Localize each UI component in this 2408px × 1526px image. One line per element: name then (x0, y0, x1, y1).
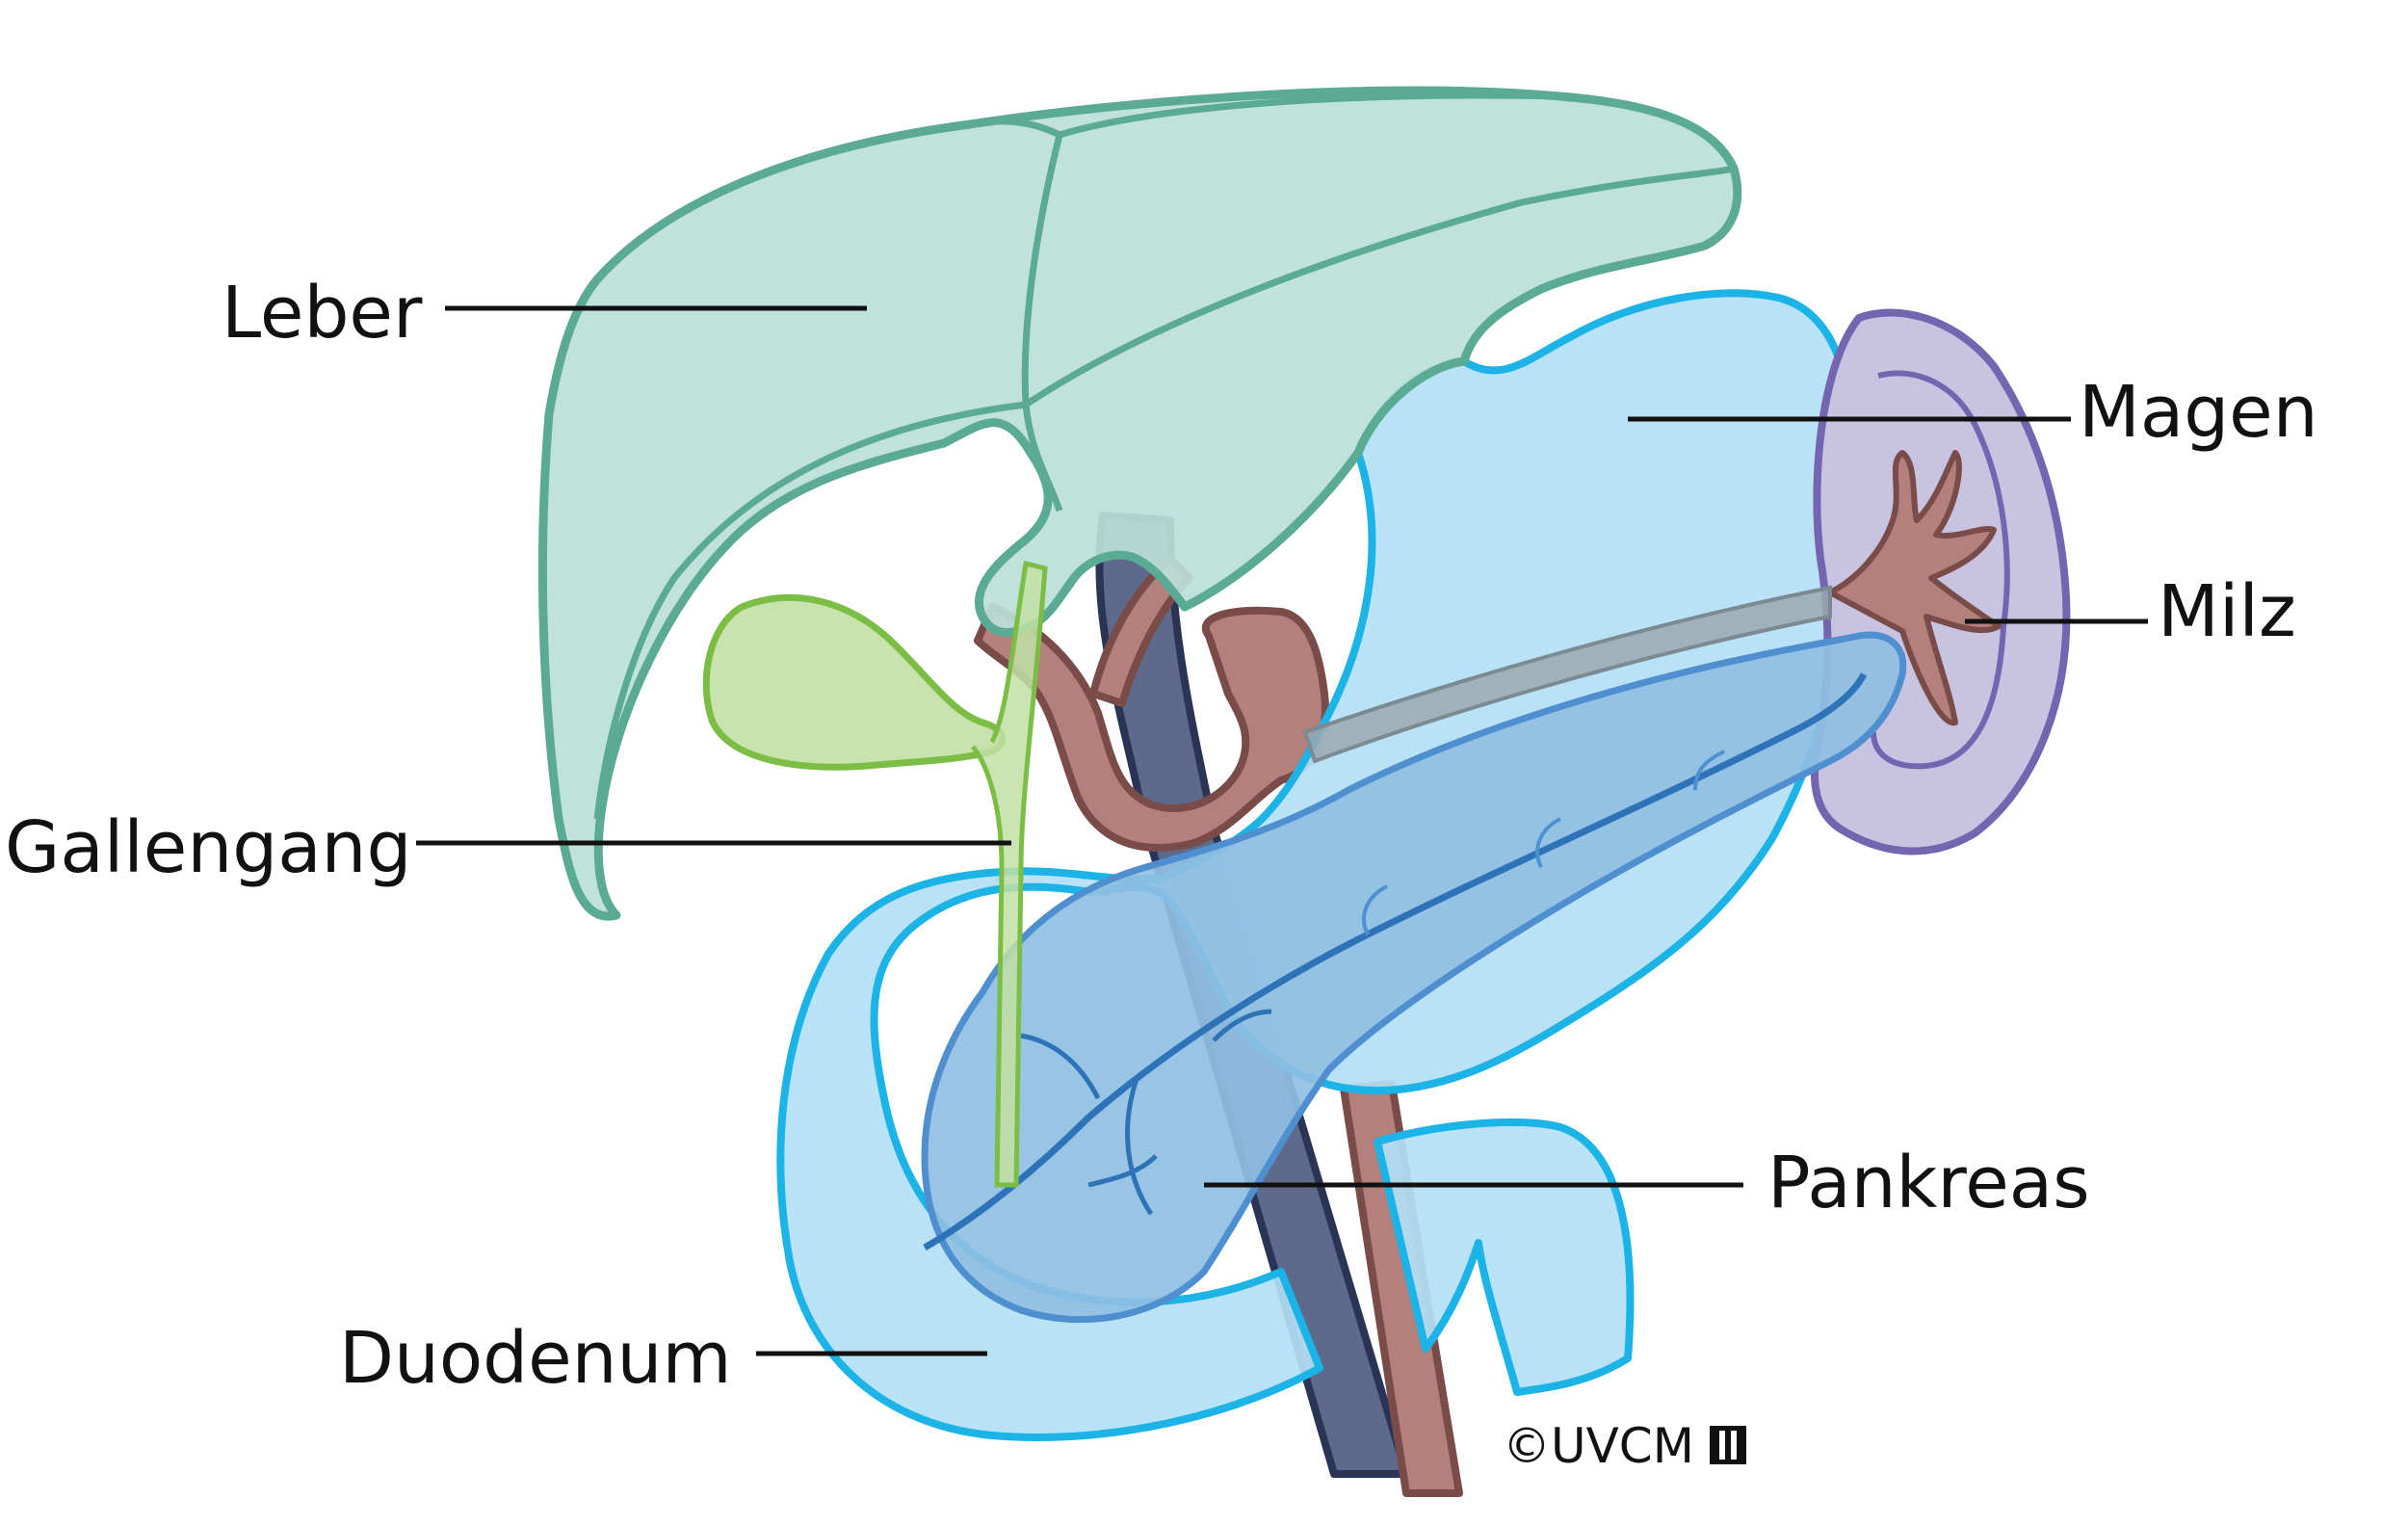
label-pankreas: Pankreas (1767, 1142, 2090, 1224)
liver-top-fold (962, 92, 1561, 139)
pancreas-shape (921, 631, 1907, 1324)
spleen-inner-contour (1871, 370, 2010, 770)
bile-duct (971, 560, 1048, 1188)
label-duodenum: Duodenum (339, 1317, 732, 1400)
label-milz: Milz (2158, 570, 2296, 653)
duct-branch-2 (1020, 1009, 1272, 1100)
liver-shape (537, 86, 1742, 921)
splenic-artery (1827, 450, 2002, 726)
label-gallengang: Gallengang (5, 806, 411, 889)
splenic-vein-band (1302, 585, 1832, 764)
jejunum-shape (1374, 1118, 1635, 1396)
duct-branch-1 (1087, 1078, 1158, 1216)
label-leber: Leber (222, 272, 423, 355)
liver-lobe-line-3 (1024, 165, 1735, 408)
uvcm-logo-icon (1710, 1426, 1746, 1464)
label-magen: Magen (2079, 371, 2318, 454)
duct-branch-3 (1362, 750, 1725, 935)
liver-lobe-line (1021, 134, 1063, 513)
celiac-artery (974, 603, 1329, 852)
copyright-text: ©UVCM (1503, 1418, 1694, 1474)
liver-lobe-line-2 (593, 401, 1027, 820)
gallbladder-shape (702, 593, 1007, 771)
pancreatic-duct (923, 672, 1868, 1251)
